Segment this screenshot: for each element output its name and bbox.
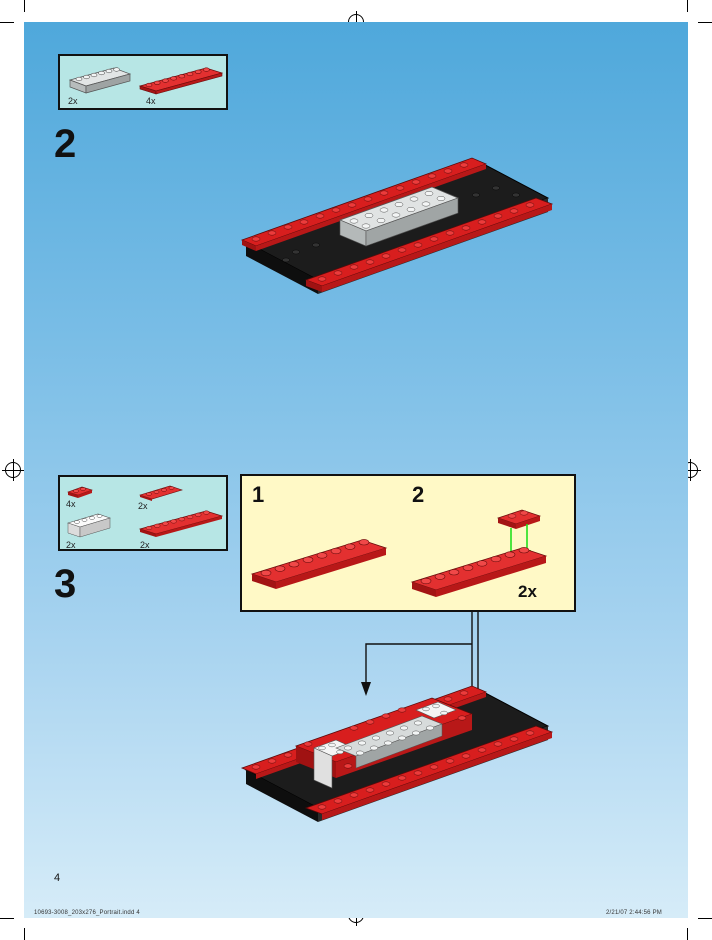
step2-number: 2	[54, 122, 77, 166]
instruction-page: 2x 4x 2	[24, 22, 688, 918]
step2-parts-callout: 2x 4x	[58, 54, 228, 110]
step3-model-illustration	[240, 685, 554, 822]
white-brick-1x4-part	[67, 513, 111, 538]
subassembly-multiplier: 2x	[518, 582, 537, 601]
registration-mark-left	[2, 459, 24, 481]
white-brick-qty: 2x	[66, 540, 76, 550]
grey-brick-1x6-part	[68, 67, 132, 94]
footer-date: 2/21/07 2:44:56 PM	[606, 910, 662, 916]
red-plate-1x4-part	[139, 485, 183, 501]
red-plate-1x8-part-b	[138, 510, 224, 537]
step2-model-illustration	[240, 157, 554, 294]
step3-number: 3	[54, 562, 77, 606]
step3-parts-callout: 4x 2x 2x 2x	[58, 475, 228, 551]
subassembly-step2-number: 2	[412, 482, 425, 507]
red-plate-1x2-part	[67, 486, 93, 498]
red-plate-1x8-qty: 2x	[140, 540, 150, 550]
red-plate-qty: 4x	[146, 96, 156, 106]
subassembly-step1-number: 1	[252, 482, 265, 507]
page-number: 4	[54, 872, 61, 884]
red-plate-1x8-part	[138, 67, 224, 95]
footer-file-name: 10693-3008_203x276_Portrait.indd 4	[34, 910, 140, 916]
subassembly-step2-plate	[410, 509, 548, 597]
subassembly-step1-plate	[250, 539, 388, 589]
subassembly-callout: 1 2	[240, 474, 576, 612]
grey-brick-qty: 2x	[68, 96, 78, 106]
red-plate-1x4-qty: 2x	[138, 501, 148, 511]
red-plate-1x2-qty: 4x	[66, 499, 76, 509]
